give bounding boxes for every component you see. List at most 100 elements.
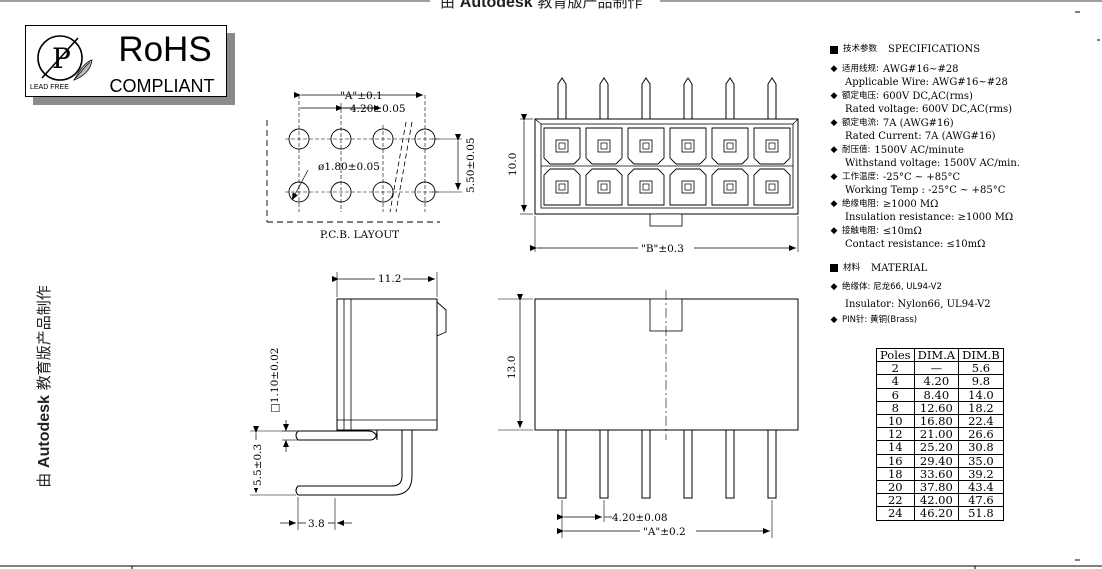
terminal [723, 180, 737, 194]
terminal-inner [684, 142, 692, 150]
table-cell: 18 [876, 466, 915, 482]
table-cell: 30.8 [958, 440, 1004, 455]
spec-item-en: Contact resistance: ≤10mΩ [845, 239, 986, 250]
table-cell: 4.20 [913, 374, 960, 389]
watermark-prefix: 由 [440, 0, 456, 11]
spec-item-en: Working Temp : -25°C ~ +85°C [845, 185, 1006, 196]
spec-value-cn: 600V DC,AC(rms) [882, 90, 973, 102]
table-cell: 6 [876, 387, 915, 402]
material-insulator-en: Insulator: Nylon66, UL94-V2 [845, 298, 991, 310]
lead-free-label: LEAD FREE [30, 84, 69, 91]
table-header: Poles [876, 347, 915, 363]
table-cell: 14.0 [958, 387, 1004, 402]
terminal-inner [684, 183, 692, 191]
diamond-bullet-icon: ◆ [830, 171, 838, 182]
table-cell: — [913, 361, 960, 376]
table-cell: 33.60 [913, 466, 960, 482]
terminal-inner [600, 142, 608, 150]
rear-pin [641, 429, 651, 499]
table-cell: 26.6 [958, 427, 1004, 442]
svg-text:ø1.80±0.05: ø1.80±0.05 [318, 161, 380, 173]
material-pin: ◆ PIN针: 黄铜(Brass) [830, 314, 1092, 328]
rear-pin [725, 429, 735, 499]
spec-item: ◆额定电流:7A (AWG#16) [830, 117, 1092, 131]
table-cell: 42.00 [913, 493, 960, 508]
rear-pin [767, 429, 777, 499]
table-cell: 29.40 [913, 453, 960, 468]
terminal [597, 180, 611, 194]
spec-value-cn: AWG#16~#28 [882, 63, 959, 75]
diamond-bullet-icon: ◆ [830, 315, 838, 325]
spec-item-en: Insulation resistance: ≥1000 MΩ [845, 212, 1014, 223]
material-insulator-cn: ◆ 绝缘体: 尼龙66, UL94-V2 [830, 281, 1092, 295]
terminal [765, 139, 779, 153]
pcb-layout-view: "A"±0.1 4.20±0.05 ø1.80±0.05 5.50±0.05 P… [266, 90, 477, 241]
spec-value-cn: -25°C ~ +85°C [882, 171, 961, 183]
table-cell: 35.0 [958, 453, 1004, 468]
rohs-title: RoHS [118, 30, 212, 69]
table-cell: 47.6 [958, 493, 1004, 508]
table-row: 2—5.6 [876, 361, 1004, 376]
rohs-subtitle: COMPLIANT [109, 76, 215, 96]
svg-text:□1.10±0.02: □1.10±0.02 [269, 348, 281, 413]
table-cell: 8 [876, 400, 915, 416]
spec-label-cn: 额定电流: [842, 117, 879, 128]
terminal-inner [726, 142, 734, 150]
terminal-inner [768, 142, 776, 150]
table-cell: 39.2 [958, 466, 1004, 482]
svg-text:"A"±0.2: "A"±0.2 [643, 526, 686, 538]
table-header: DIM.A [913, 347, 960, 363]
terminal [639, 180, 653, 194]
side-view: 11.2 □1.10±0.02 5.5±0.3 3.8 [250, 272, 447, 530]
rear-pin [557, 429, 567, 499]
rear-view: 13.0 4.20±0.08 "A"±0.2 [498, 290, 799, 538]
spec-value-cn: ≥1000 MΩ [882, 198, 939, 210]
terminal-inner [558, 142, 566, 150]
rohs-badge: P LEAD FREE RoHS COMPLIANT [25, 25, 235, 103]
front-pin [599, 77, 609, 119]
watermark-brand: Autodesk [459, 0, 533, 11]
table-cell: 9.8 [958, 374, 1004, 389]
terminal [639, 139, 653, 153]
table-cell: 12.60 [913, 400, 960, 416]
spec-item: ◆适用线规:AWG#16~#28 [830, 63, 1092, 77]
svg-text:4.20±0.08: 4.20±0.08 [612, 512, 668, 524]
table-cell: 46.20 [913, 506, 960, 521]
table-cell: 18.2 [958, 400, 1004, 416]
spec-value-cn: ≤10mΩ [882, 225, 922, 237]
diamond-bullet-icon: ◆ [830, 198, 838, 209]
table-cell: 16.80 [913, 414, 960, 429]
front-pin [641, 77, 651, 119]
spec-label-cn: 额定电压: [842, 90, 879, 101]
table-cell: 37.80 [913, 480, 960, 495]
spec-item: ◆ 额定电压:600V DC,AC(rms) [830, 90, 1092, 104]
spec-label-cn: 适用线规: [842, 63, 879, 74]
specifications-heading: 技术参数 SPECIFICATIONS [830, 43, 1092, 57]
terminal [723, 139, 737, 153]
table-cell: 10 [876, 414, 915, 429]
table-cell: 43.4 [958, 480, 1004, 495]
table-cell: 16 [876, 453, 915, 468]
diamond-bullet-icon: ◆ [830, 90, 838, 101]
terminal-inner [600, 183, 608, 191]
terminal-inner [642, 183, 650, 191]
table-cell: 25.20 [913, 440, 960, 455]
watermark-top: 由 Autodesk 教育版产品制作 [440, 0, 643, 12]
front-pin [557, 77, 567, 119]
diamond-bullet-icon: ◆ [830, 282, 838, 292]
front-pin [725, 77, 735, 119]
table-header: DIM.B [958, 347, 1004, 363]
terminal-inner [558, 183, 566, 191]
svg-text:3.8: 3.8 [308, 518, 325, 530]
